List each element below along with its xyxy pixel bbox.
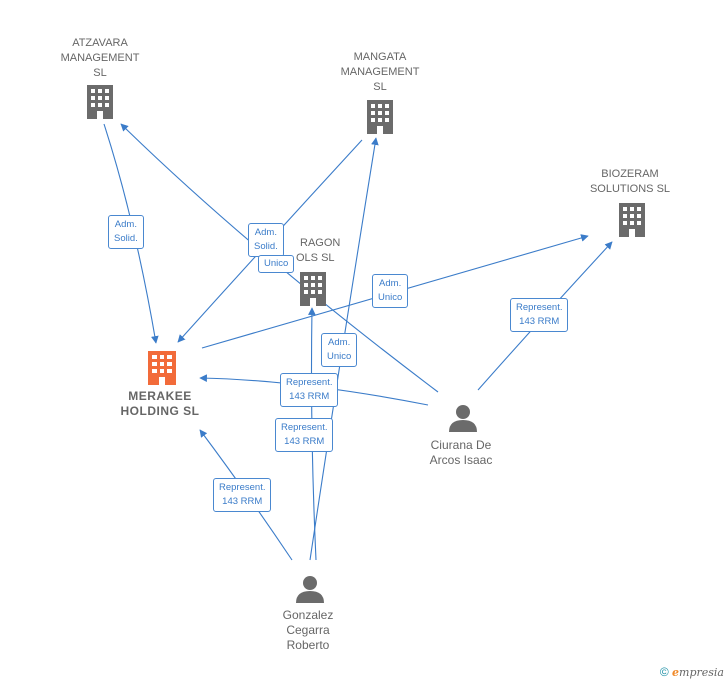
label-line: Ciurana De [430,438,492,452]
person-icon [449,405,477,432]
building-icon [87,85,113,119]
label-line: ATZAVARA [72,37,128,49]
edge-label-represent-biozeram[interactable]: Represent. 143 RRM [510,298,569,332]
label-line: BIOZERAM [601,168,659,180]
building-icon [300,272,326,306]
edge-label-represent-merakee-ciurana[interactable]: Represent. 143 RRM [280,373,339,407]
label-line: Cegarra [286,623,330,637]
edge-label-adm-unico-mangata[interactable]: Adm. Unico [321,333,358,367]
edge-label-line: Represent. [219,482,266,493]
edge-label-line: Unico [264,258,289,269]
label-line: Roberto [286,638,330,652]
copyright-icon: © [659,665,669,679]
edge-label-line: 143 RRM [222,496,263,507]
label-line: Arcos Isaac [429,453,493,467]
edge-label-line: Represent. [516,302,563,313]
person-icon [296,576,324,603]
node-label-merakee: MERAKEE HOLDING SL [105,389,215,419]
label-line: MANGATA [353,51,407,63]
edge-label-line: Solid. [254,241,278,252]
label-line: MANAGEMENT [60,52,140,64]
edge-label-represent-aragon[interactable]: Represent. 143 RRM [275,418,334,452]
edge-label-represent-merakee-gonzalez[interactable]: Represent. 143 RRM [213,478,272,512]
edge-label-line: 143 RRM [519,316,560,327]
node-label-gonzalez: Gonzalez Cegarra Roberto [258,608,358,653]
label-line: OLS SL [296,252,335,264]
brand-initial: e [672,666,680,679]
edge-label-line: Represent. [286,377,333,388]
edge-label-line: Unico [378,292,403,303]
label-line: MANAGEMENT [340,66,420,78]
edge-label-line: 143 RRM [289,391,330,402]
label-line: SL [373,81,387,93]
edge-label-line: Adm. [379,278,402,289]
edge-label-line: Represent. [281,422,328,433]
edge-label-unico[interactable]: Unico [258,255,295,273]
building-icon [619,203,645,237]
node-label-ciurana: Ciurana De Arcos Isaac [405,438,517,468]
label-line: HOLDING SL [120,404,200,418]
edge-label-line: Adm. [114,219,137,230]
edges [103,123,613,561]
node-label-aragon: RAGON OLS SL [290,236,352,266]
label-line: RAGON [300,237,341,249]
empresia-watermark: © empresia [660,665,724,679]
node-label-atzavara: ATZAVARA MANAGEMENT SL [48,36,152,81]
building-icon [148,351,176,385]
edge-label-line: 143 RRM [284,436,325,447]
edge-label-line: Adm. [254,227,277,238]
edge-label-atzavara-merakee[interactable]: Adm. Solid. [108,215,144,249]
edge-label-adm-unico-biozeram[interactable]: Adm. Unico [372,274,409,308]
node-label-biozeram: BIOZERAM SOLUTIONS SL [578,167,682,197]
brand-name: empresia [672,666,724,679]
edge-label-line: Adm. [328,337,351,348]
node-label-mangata: MANGATA MANAGEMENT SL [328,50,432,95]
label-line: Gonzalez [282,608,334,622]
edge-label-line: Solid. [114,233,138,244]
label-line: SL [93,67,107,79]
label-line: SOLUTIONS SL [589,183,671,195]
label-line: MERAKEE [128,389,192,403]
edge-label-mangata-merakee[interactable]: Adm. Solid. [248,223,284,257]
brand-rest: mpresia [679,666,724,679]
edge-label-line: Unico [327,351,352,362]
building-icon [367,100,393,134]
